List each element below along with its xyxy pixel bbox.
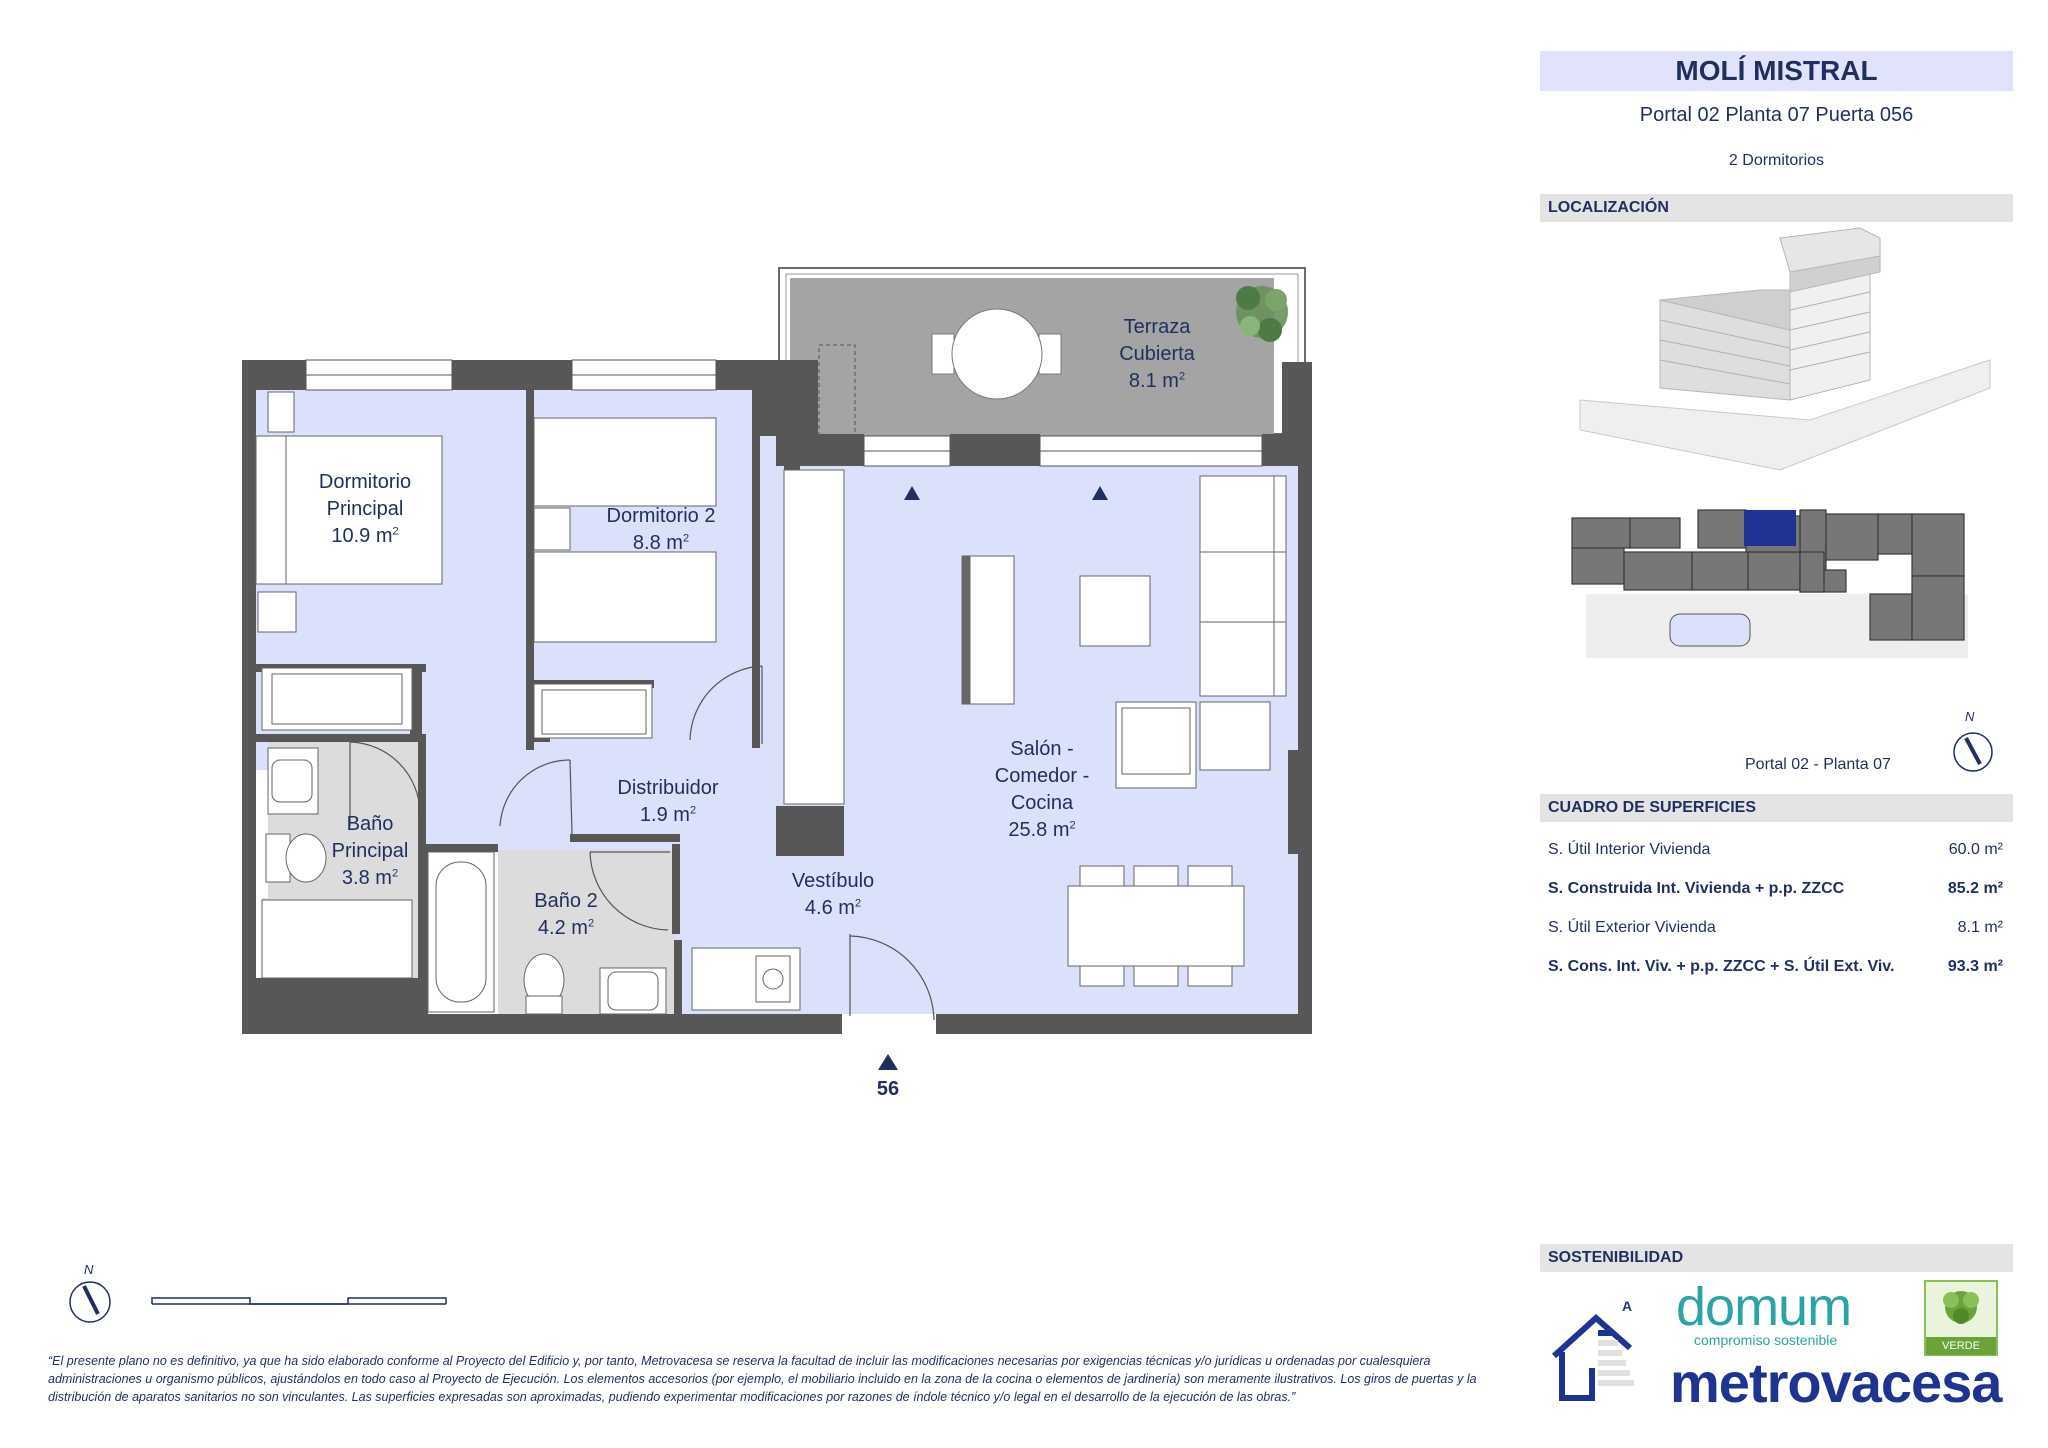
room-distribuidor: Distribuidor 1.9 m2: [617, 775, 718, 829]
room-name-line: Cocina: [1010, 792, 1074, 814]
room-name-line: Dormitorio 2: [606, 505, 716, 527]
terrace-chair-left: [931, 333, 955, 375]
room-salon-comedor-cocina: Salón - Comedor - Cocina 25.8 m2: [995, 736, 1089, 844]
project-title: MOLÍ MISTRAL: [1540, 51, 2013, 91]
entrance-arrow-icon: [878, 1054, 898, 1070]
room-terraza-cubierta: Terraza Cubierta 8.1 m2: [1119, 314, 1195, 395]
surface-value: 93.3 m²: [1947, 958, 2003, 975]
plan-north-label: N: [84, 1262, 94, 1277]
domum-tagline: compromiso sostenible: [1694, 1332, 1838, 1348]
room-vestibulo: Vestíbulo 4.6 m2: [792, 868, 874, 922]
room-area: 4.6 m2: [804, 897, 862, 919]
terrace-access-arrow-right: [1092, 486, 1108, 500]
bedroom-count: 2 Dormitorios: [1728, 152, 1825, 169]
surface-label: S. Construida Int. Vivienda + p.p. ZZCC: [1548, 880, 1845, 897]
highlighted-unit: [1744, 510, 1796, 546]
room-bano-2: Baño 2 4.2 m2: [534, 888, 597, 942]
room-name-line: Distribuidor: [617, 777, 719, 799]
surface-row: S. Útil Exterior Vivienda 8.1 m²: [1548, 916, 2003, 940]
surface-label: S. Cons. Int. Viv. + p.p. ZZCC + S. Útil…: [1548, 958, 1895, 975]
room-dormitorio-2: Dormitorio 2 8.8 m2: [607, 503, 716, 557]
key-plan-image: [1571, 509, 1968, 658]
room-area: 3.8 m2: [341, 867, 399, 889]
room-bano-principal: Baño Principal 3.8 m2: [332, 811, 409, 892]
access-arrows: [878, 486, 1108, 1070]
section-location: LOCALIZACIÓN: [1540, 194, 2013, 222]
door-swings: [349, 665, 935, 1021]
plant-icon: [1236, 286, 1288, 342]
building-render-image: [1579, 227, 1991, 471]
surface-row: S. Construida Int. Vivienda + p.p. ZZCC …: [1548, 877, 2003, 901]
terrace-access-arrow-left: [904, 486, 920, 500]
surface-row: S. Útil Interior Vivienda 60.0 m²: [1548, 838, 2003, 862]
room-name-line: Principal: [326, 498, 404, 520]
room-area: 4.2 m2: [537, 917, 595, 939]
room-name-line: Comedor -: [994, 765, 1090, 787]
scale-bar: [151, 1297, 447, 1305]
room-name-line: Salón -: [1010, 738, 1074, 760]
legal-disclaimer: “El presente plano no es definitivo, ya …: [48, 1354, 1477, 1404]
room-area: 8.1 m2: [1128, 370, 1186, 392]
domum-logo: domum: [1676, 1277, 1852, 1337]
room-name-line: Vestíbulo: [791, 870, 875, 892]
location-north-label: N: [1965, 709, 1975, 724]
surface-value: 8.1 m²: [1957, 919, 2003, 936]
room-dormitorio-principal: Dormitorio Principal 10.9 m2: [319, 469, 411, 550]
room-area: 8.8 m2: [632, 532, 690, 554]
section-surfaces: CUADRO DE SUPERFICIES: [1540, 794, 2013, 822]
plan-north-compass-icon: [69, 1281, 111, 1323]
surface-label: S. Útil Interior Vivienda: [1548, 841, 1711, 858]
leaf-icon: [1943, 1291, 1979, 1324]
energy-class-label: A: [1622, 1298, 1633, 1314]
room-area: 1.9 m2: [639, 804, 697, 826]
surface-value: 85.2 m²: [1947, 880, 2003, 897]
room-name-line: Principal: [331, 840, 409, 862]
location-north-compass-icon: [1953, 732, 1993, 772]
terrace-table: [951, 308, 1043, 400]
surface-label: S. Útil Exterior Vivienda: [1548, 919, 1716, 936]
location-floor-label: Portal 02 - Planta 07: [1745, 756, 1891, 773]
entrance-number: 56: [876, 1078, 900, 1100]
verde-logo: VERDE: [1924, 1280, 1998, 1356]
room-area: 10.9 m2: [331, 525, 399, 547]
room-name-line: Baño 2: [534, 890, 598, 912]
room-name-line: Cubierta: [1119, 343, 1195, 365]
surface-row: S. Cons. Int. Viv. + p.p. ZZCC + S. Útil…: [1548, 955, 2003, 979]
unit-identifier: Portal 02 Planta 07 Puerta 056: [1639, 104, 1914, 126]
room-name-line: Terraza: [1123, 316, 1191, 338]
room-name-line: Dormitorio: [318, 471, 412, 493]
surface-value: 60.0 m²: [1948, 841, 2003, 858]
room-name-line: Baño: [346, 813, 394, 835]
energy-house-icon: [1551, 1313, 1634, 1401]
metrovacesa-logo: metrovacesa: [1670, 1351, 2002, 1414]
room-area: 25.8 m2: [1008, 819, 1076, 841]
section-sustainability: SOSTENIBILIDAD: [1540, 1244, 2013, 1272]
verde-label: VERDE: [1926, 1337, 1996, 1355]
furniture: [255, 391, 1287, 1015]
